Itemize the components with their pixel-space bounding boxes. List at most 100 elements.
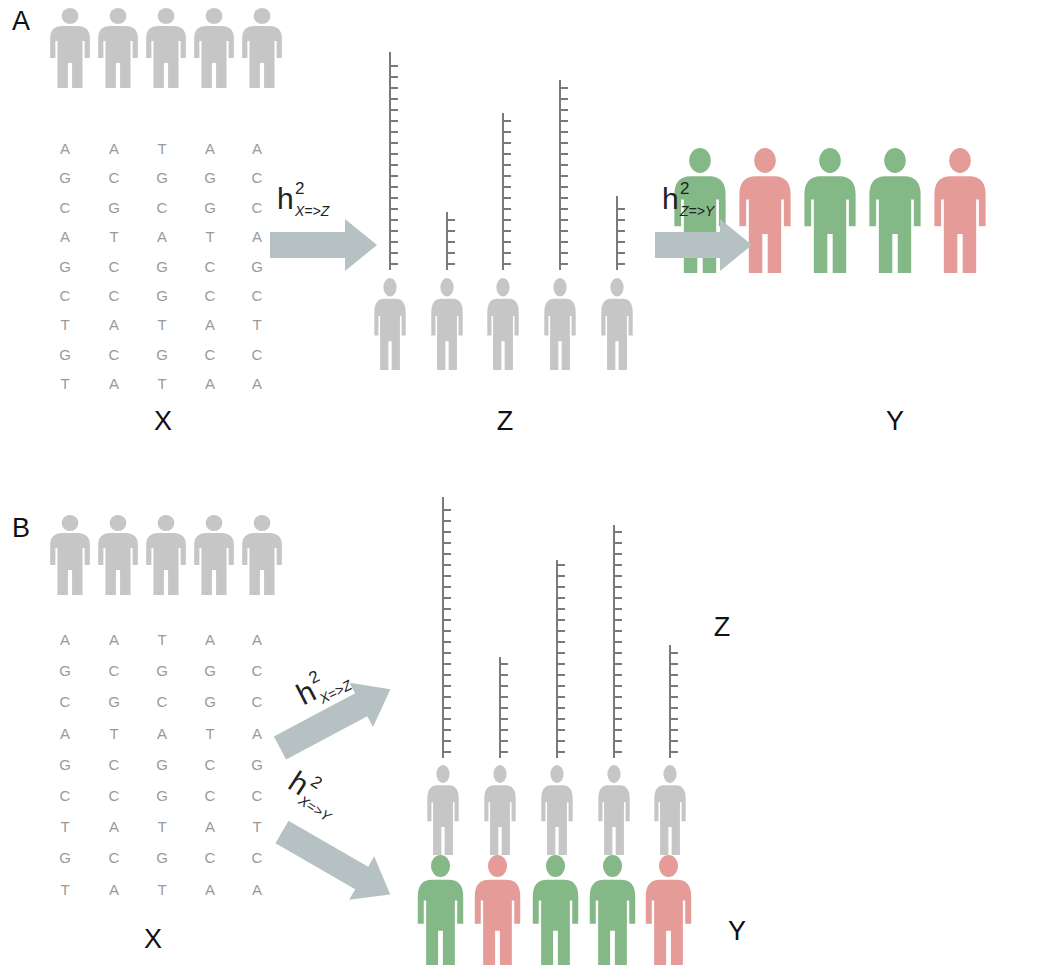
ruler-stroke — [614, 553, 622, 555]
ruler-stroke — [443, 652, 451, 654]
ruler-stroke — [614, 652, 622, 654]
ruler-stroke — [614, 729, 622, 731]
dna-letter: C — [109, 788, 120, 803]
ruler-stroke — [500, 751, 508, 753]
dna-letter: G — [251, 757, 263, 772]
ruler-stroke — [443, 542, 451, 544]
variable-name: X — [144, 926, 162, 953]
ruler-stroke — [560, 263, 568, 265]
ruler-stroke — [390, 219, 398, 221]
ruler-stroke — [503, 175, 511, 177]
ruler-stroke — [503, 230, 511, 232]
dna-letter: A — [109, 317, 119, 332]
ruler-stroke — [447, 263, 455, 265]
dna-letter: C — [205, 757, 216, 772]
dna-letter: G — [59, 259, 71, 274]
subscript: X=>Z — [295, 204, 329, 218]
ruler-stroke — [557, 641, 565, 643]
ruler-stroke — [617, 263, 625, 265]
h-symbol: h — [662, 184, 679, 214]
dna-letter: C — [252, 288, 263, 303]
ruler-stroke — [560, 186, 568, 188]
dna-letter: C — [205, 788, 216, 803]
dna-letter: G — [156, 788, 168, 803]
dna-letter: C — [252, 170, 263, 185]
ruler-stroke — [443, 564, 451, 566]
ruler-stroke — [390, 98, 398, 100]
dna-letter: C — [205, 288, 216, 303]
ruler-stroke — [443, 696, 451, 698]
people-icons — [50, 8, 686, 855]
ruler-stroke — [614, 531, 622, 533]
ruler-stroke — [617, 252, 625, 254]
ruler-stroke — [557, 586, 565, 588]
ruler-stroke — [557, 652, 565, 654]
ruler-stroke — [614, 751, 622, 753]
ruler-stroke — [503, 252, 511, 254]
ruler-stroke — [560, 175, 568, 177]
ruler-stroke — [443, 509, 451, 511]
heritability-label: h2X=>Z — [290, 648, 371, 715]
ruler-stroke — [614, 575, 622, 577]
dna-letter: C — [109, 347, 120, 362]
dna-letter: G — [156, 170, 168, 185]
dna-letter: G — [108, 200, 120, 215]
ruler-stroke — [617, 230, 625, 232]
variable-name: Z — [714, 614, 731, 641]
ruler-stroke — [557, 707, 565, 709]
dna-letter: T — [157, 376, 166, 391]
ruler-stroke — [557, 729, 565, 731]
dna-letter: G — [156, 347, 168, 362]
ruler-stroke — [443, 685, 451, 687]
ruler-stroke — [503, 197, 511, 199]
ruler-stroke — [557, 740, 565, 742]
dna-letter: T — [157, 819, 166, 834]
ruler-stroke — [390, 186, 398, 188]
ruler-stroke — [560, 252, 568, 254]
ruler-stroke — [614, 542, 622, 544]
ruler-stroke — [500, 740, 508, 742]
dna-letter: A — [252, 141, 262, 156]
ruler-stroke — [557, 663, 565, 665]
ruler-stroke — [560, 219, 568, 221]
dna-letter: T — [157, 632, 166, 647]
ruler-stroke — [670, 751, 678, 753]
dna-letter: T — [157, 317, 166, 332]
ruler-stroke — [443, 740, 451, 742]
ruler-stroke — [617, 241, 625, 243]
dna-letter: A — [205, 819, 215, 834]
dna-letter: T — [157, 141, 166, 156]
panel-letter: A — [12, 8, 30, 35]
panel-letter: B — [12, 515, 30, 542]
dna-letter: C — [157, 200, 168, 215]
ruler-stroke — [503, 241, 511, 243]
ruler-stroke — [503, 208, 511, 210]
ruler-stroke — [443, 619, 451, 621]
ruler-stroke — [443, 751, 451, 753]
ruler-stroke — [670, 740, 678, 742]
dna-letter: A — [157, 726, 167, 741]
ruler-stroke — [443, 630, 451, 632]
ruler-stroke — [560, 131, 568, 133]
dna-letter: A — [109, 819, 119, 834]
ruler-bars — [390, 52, 678, 758]
dna-letter: A — [205, 632, 215, 647]
ruler-stroke — [500, 663, 508, 665]
ruler-stroke — [560, 164, 568, 166]
dna-letter: G — [204, 663, 216, 678]
ruler-stroke — [557, 718, 565, 720]
ruler-stroke — [557, 696, 565, 698]
dna-letter: T — [60, 376, 69, 391]
ruler-stroke — [616, 196, 618, 270]
ruler-stroke — [443, 663, 451, 665]
ruler-stroke — [560, 120, 568, 122]
ruler-stroke — [560, 208, 568, 210]
dna-letter: C — [109, 663, 120, 678]
dna-letter: A — [252, 726, 262, 741]
dna-letter: G — [59, 850, 71, 865]
ruler-stroke — [390, 164, 398, 166]
dna-letter: C — [109, 850, 120, 865]
ruler-stroke — [390, 263, 398, 265]
dna-letter: C — [60, 788, 71, 803]
variable-name: Y — [728, 918, 746, 945]
